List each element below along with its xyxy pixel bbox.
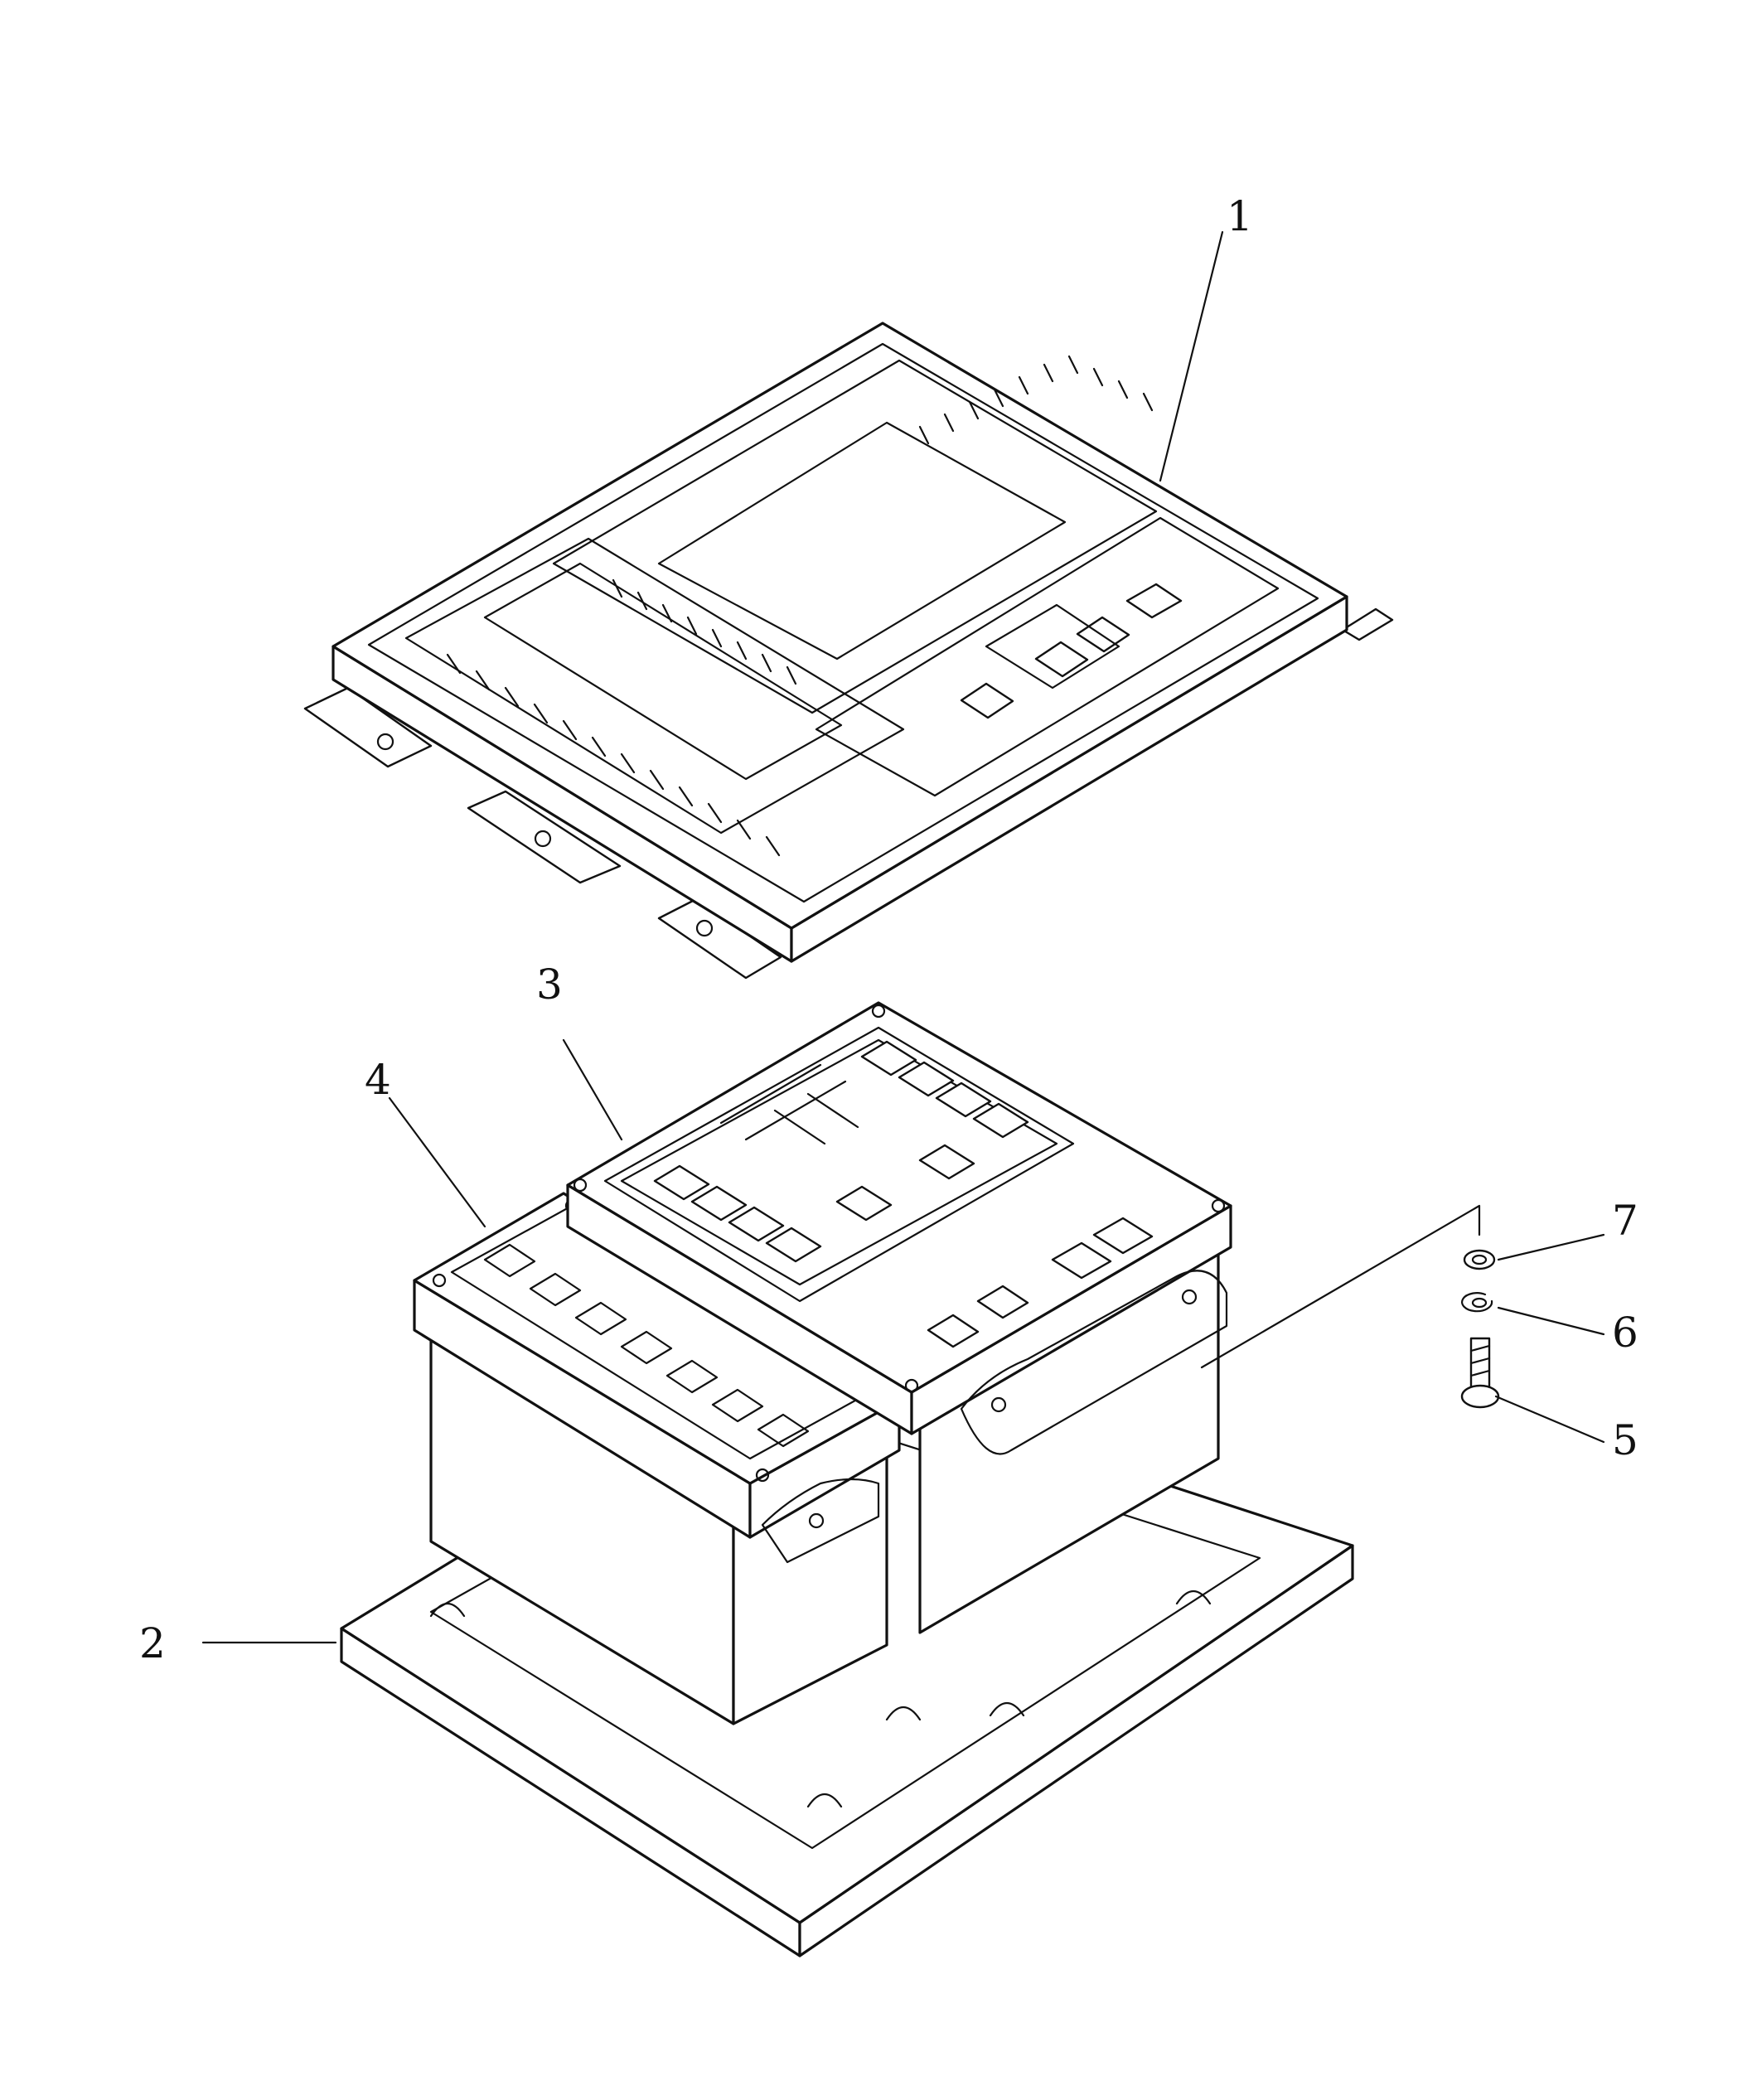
- callout-2: 2: [139, 1619, 166, 1667]
- callout-leaders: [201, 230, 1605, 1644]
- cover-mounting-tab: [467, 790, 622, 884]
- lock-washer-part: [1461, 1292, 1493, 1313]
- flat-washer-part: [1463, 1249, 1496, 1270]
- cover-mounting-tab: [657, 898, 782, 980]
- monitor-cover-part: [303, 322, 1394, 980]
- callout-1: 1: [1227, 192, 1253, 240]
- aux-monitor-unit-part: [413, 1192, 901, 1725]
- bolt-part: [1460, 1337, 1500, 1409]
- callout-7: 7: [1612, 1197, 1638, 1245]
- main-monitor-unit-part: [566, 1001, 1232, 1634]
- cover-mounting-tab: [303, 686, 433, 768]
- callout-4: 4: [365, 1056, 391, 1104]
- callout-6: 6: [1612, 1309, 1638, 1357]
- callout-3: 3: [536, 960, 563, 1009]
- cover-mounting-tab: [1341, 607, 1394, 641]
- callout-5: 5: [1612, 1416, 1638, 1464]
